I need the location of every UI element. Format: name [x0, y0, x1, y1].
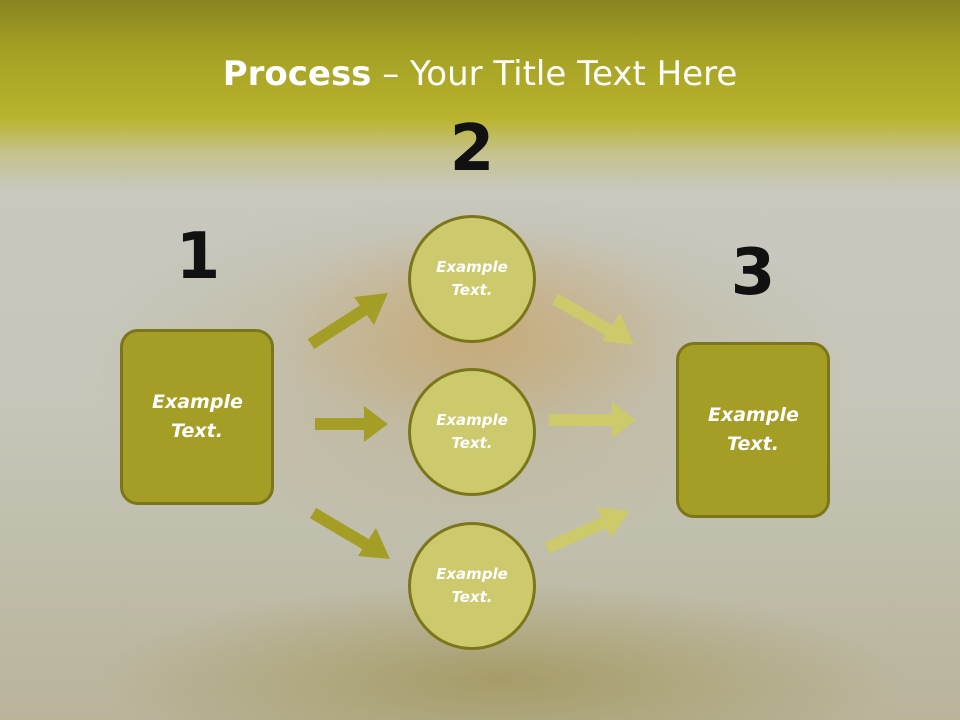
page-title: Process – Your Title Text Here [0, 52, 960, 96]
step-1-box: Example Text. [120, 329, 274, 505]
title-bold: Process [222, 54, 372, 94]
arrow-bottom-to-right [544, 507, 630, 554]
circle-top-label: Example Text. [436, 258, 508, 299]
step-1-label: Example Text. [152, 391, 243, 442]
arrow-middle-to-right [549, 402, 636, 438]
step-2-circle-bottom: Example Text. [408, 522, 536, 650]
circle-middle-label: Example Text. [436, 411, 508, 452]
circle-bottom-label: Example Text. [436, 565, 508, 606]
arrow-top-to-right [552, 293, 634, 345]
step-number-1: 1 [175, 220, 221, 294]
step-number-2: 2 [449, 112, 495, 186]
title-bar [0, 0, 960, 190]
arrow-left-to-middle [315, 406, 388, 442]
title-rest: – Your Title Text Here [371, 54, 738, 94]
arrow-left-to-bottom [309, 507, 390, 559]
step-2-circle-middle: Example Text. [408, 368, 536, 496]
step-3-label: Example Text. [708, 404, 799, 455]
step-2-circle-top: Example Text. [408, 215, 536, 343]
arrow-left-to-top [307, 293, 388, 350]
step-3-box: Example Text. [676, 342, 830, 518]
step-number-3: 3 [730, 236, 776, 310]
